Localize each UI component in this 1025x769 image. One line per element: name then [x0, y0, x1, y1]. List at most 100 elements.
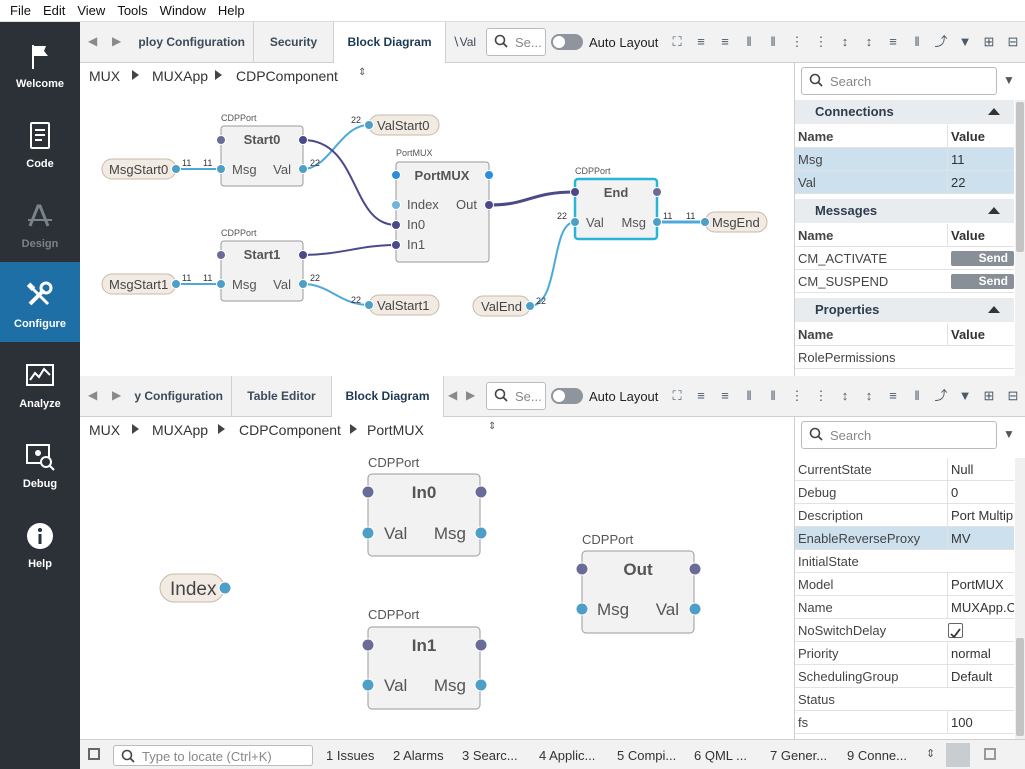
- tab-scroll-right-icon[interactable]: ▶: [466, 388, 476, 402]
- align-top-icon[interactable]: ‖: [746, 34, 752, 49]
- tab-scroll-right-icon[interactable]: ▶: [112, 34, 122, 48]
- tab-deploy-configuration[interactable]: y Configuration: [126, 376, 232, 417]
- bottom-diagram-canvas[interactable]: Index CDPPort In0 Val Msg CDPPort In1 Va…: [80, 441, 794, 739]
- breadcrumb-item[interactable]: MUX: [89, 422, 121, 438]
- align-bottom-icon[interactable]: ‖: [770, 34, 776, 49]
- filter-icon[interactable]: ▼: [958, 388, 972, 403]
- tab-scroll-left-icon[interactable]: ◀: [448, 388, 458, 402]
- status-connections[interactable]: 9 Conne...: [847, 748, 907, 763]
- connections-section-header[interactable]: Connections: [795, 100, 1014, 124]
- scroll-thumb[interactable]: [1016, 638, 1024, 736]
- tab-scroll-left-icon[interactable]: ◀: [88, 34, 98, 48]
- menu-file[interactable]: File: [10, 3, 31, 18]
- filter-icon[interactable]: ▼: [1003, 427, 1015, 441]
- align-vcenter-icon[interactable]: ⋮: [814, 388, 828, 403]
- properties-section-header[interactable]: Properties: [795, 298, 1014, 322]
- property-search-input[interactable]: Search: [801, 67, 997, 95]
- breadcrumb-item[interactable]: MUXApp: [152, 68, 209, 84]
- send-button[interactable]: Send: [951, 274, 1014, 289]
- align-top-icon[interactable]: ‖: [746, 388, 752, 403]
- spacing-h-icon[interactable]: ≡: [889, 34, 897, 49]
- send-button[interactable]: Send: [951, 251, 1014, 266]
- tab-block-diagram[interactable]: Block Diagram: [332, 376, 444, 418]
- messages-section-header[interactable]: Messages: [795, 199, 1014, 223]
- align-right-icon[interactable]: ≡: [721, 388, 729, 403]
- sidebar-item-analyze[interactable]: Analyze: [0, 342, 80, 422]
- output-toggle-icon[interactable]: [946, 743, 970, 767]
- route-wire-icon[interactable]: ⤴: [934, 388, 948, 403]
- sidebar-item-help[interactable]: Help: [0, 502, 80, 582]
- menu-edit[interactable]: Edit: [42, 3, 66, 18]
- menu-tools[interactable]: Tools: [117, 3, 148, 18]
- tab-val[interactable]: ∖Val: [452, 35, 477, 49]
- tab-scroll-left-icon[interactable]: ◀: [88, 388, 98, 402]
- status-issues[interactable]: 1 Issues: [326, 748, 375, 763]
- scrollbar[interactable]: [1015, 458, 1025, 739]
- tab-scroll-right-icon[interactable]: ▶: [112, 388, 122, 402]
- top-diagram-canvas[interactable]: 11 11 11 11 22 22 22 22 22 22 11 11 MsgS…: [80, 87, 794, 376]
- align-hcenter-icon[interactable]: ⋮: [790, 388, 804, 403]
- menu-view[interactable]: View: [77, 3, 106, 18]
- close-split-icon[interactable]: ⊟: [1007, 388, 1019, 403]
- align-left-icon[interactable]: ≡: [697, 34, 705, 49]
- tab-deploy-configuration[interactable]: ploy Configuration: [126, 22, 254, 63]
- breadcrumb-item[interactable]: MUX: [89, 68, 121, 84]
- distribute-v-icon[interactable]: ↕: [865, 388, 873, 403]
- spacing-v-icon[interactable]: ‖: [914, 34, 920, 49]
- fit-view-icon[interactable]: ⛶: [672, 388, 682, 403]
- diagram-search-input[interactable]: Se...: [486, 28, 546, 56]
- toggle-sidebar-icon[interactable]: [88, 748, 100, 760]
- spacing-h-icon[interactable]: ≡: [889, 388, 897, 403]
- sidebar-item-code[interactable]: Code: [0, 102, 80, 182]
- locate-input[interactable]: Type to locate (Ctrl+K): [113, 745, 313, 766]
- distribute-h-icon[interactable]: ↕: [841, 34, 849, 49]
- sidebar-item-debug[interactable]: Debug: [0, 422, 80, 502]
- fit-view-icon[interactable]: ⛶: [672, 34, 682, 49]
- right-sidebar-icon[interactable]: [984, 748, 996, 760]
- route-wire-icon[interactable]: ⤴: [934, 34, 948, 49]
- breadcrumb-item[interactable]: MUXApp: [152, 422, 209, 438]
- tab-security[interactable]: Security: [254, 22, 334, 63]
- align-bottom-icon[interactable]: ‖: [770, 388, 776, 403]
- tab-table-editor[interactable]: Table Editor: [232, 376, 332, 417]
- noswitchdelay-checkbox[interactable]: [948, 623, 963, 639]
- split-add-icon[interactable]: ⊞: [983, 388, 995, 403]
- distribute-h-icon[interactable]: ↕: [841, 388, 849, 403]
- close-split-icon[interactable]: ⊟: [1007, 34, 1019, 49]
- table-row[interactable]: NoSwitchDelay: [795, 619, 1014, 642]
- align-right-icon[interactable]: ≡: [721, 34, 729, 49]
- table-row[interactable]: Status: [795, 688, 1014, 711]
- align-vcenter-icon[interactable]: ⋮: [814, 34, 828, 49]
- breadcrumb-item[interactable]: PortMUX: [367, 422, 424, 438]
- tab-block-diagram[interactable]: Block Diagram: [334, 22, 446, 64]
- diagram-search-input[interactable]: Se...: [486, 382, 546, 410]
- table-row[interactable]: RolePermissions: [795, 346, 1014, 369]
- spacing-v-icon[interactable]: ‖: [914, 388, 920, 403]
- status-application[interactable]: 4 Applic...: [539, 748, 596, 763]
- scroll-thumb[interactable]: [1016, 102, 1024, 252]
- filter-icon[interactable]: ▼: [958, 34, 972, 49]
- property-search-input[interactable]: Search: [801, 421, 997, 449]
- align-left-icon[interactable]: ≡: [697, 388, 705, 403]
- menu-window[interactable]: Window: [159, 3, 206, 18]
- status-qml[interactable]: 6 QML ...: [694, 748, 747, 763]
- status-search[interactable]: 3 Searc...: [462, 748, 518, 763]
- table-row[interactable]: InitialState: [795, 550, 1014, 573]
- align-hcenter-icon[interactable]: ⋮: [790, 34, 804, 49]
- breadcrumb-dropdown-icon[interactable]: ⇕: [358, 67, 367, 78]
- filter-icon[interactable]: ▼: [1003, 73, 1015, 87]
- auto-layout-toggle[interactable]: [551, 34, 583, 50]
- status-alarms[interactable]: 2 Alarms: [393, 748, 444, 763]
- more-panels-icon[interactable]: ⇕: [926, 748, 936, 760]
- sidebar-item-configure[interactable]: Configure: [0, 262, 80, 342]
- status-general[interactable]: 7 Gener...: [770, 748, 828, 763]
